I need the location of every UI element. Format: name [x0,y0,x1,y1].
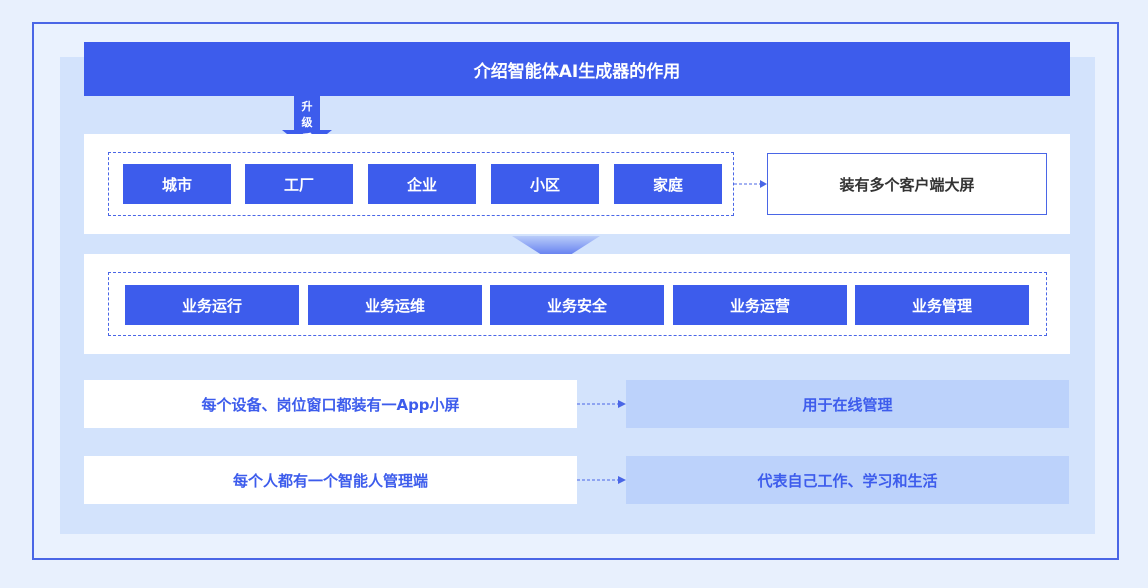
business-security: 业务安全 [490,285,664,325]
diagram-title: 介绍智能体AI生成器的作用 [84,42,1070,96]
scene-connector-arrow [734,180,767,188]
business-maintenance: 业务运维 [308,285,482,325]
scene-city: 城市 [123,164,231,204]
row-2-arrow [577,476,626,484]
row-1-left: 每个设备、岗位窗口都装有一App小屏 [84,380,577,428]
scene-factory: 工厂 [245,164,353,204]
row-1-arrow [577,400,626,408]
business-group [108,272,1047,336]
row-2-left: 每个人都有一个智能人管理端 [84,456,577,504]
business-operation: 业务运行 [125,285,299,325]
scene-home: 家庭 [614,164,722,204]
scene-target-box: 装有多个客户端大屏 [767,153,1047,215]
row-2-right: 代表自己工作、学习和生活 [626,456,1069,504]
scene-enterprise: 企业 [368,164,476,204]
scenes-group [108,152,734,216]
business-operations: 业务运营 [673,285,847,325]
down-flow-arrow-icon [512,236,600,264]
scene-community: 小区 [491,164,599,204]
business-management: 业务管理 [855,285,1029,325]
row-1-right: 用于在线管理 [626,380,1069,428]
